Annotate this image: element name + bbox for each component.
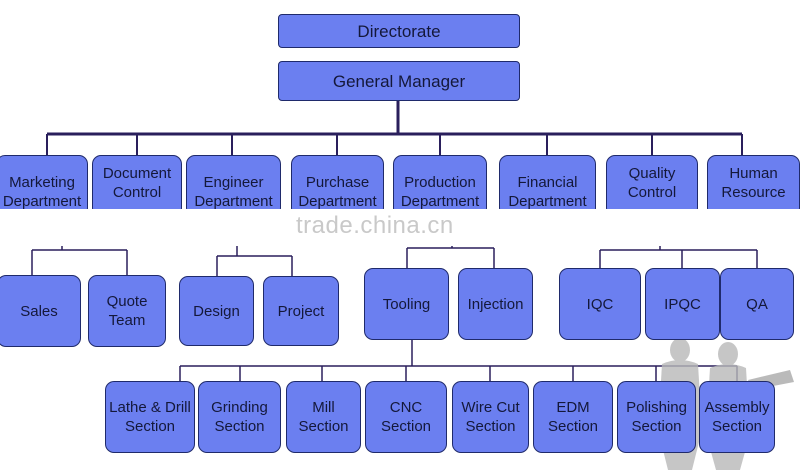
dept-quality-control: Quality Control xyxy=(606,155,698,217)
dept-document-control: Document Control xyxy=(92,155,182,217)
tooling-wire-cut: Wire Cut Section xyxy=(452,381,529,453)
section-label: QA xyxy=(746,295,768,313)
section-quote-team: Quote Team xyxy=(88,275,166,347)
dept-label: Marketing Department xyxy=(2,174,82,210)
section-label: Tooling xyxy=(382,295,431,313)
section-ipqc: IPQC xyxy=(645,268,720,340)
section-label: CNC Section xyxy=(380,399,432,435)
general-manager-label: General Manager xyxy=(332,71,466,91)
section-label: Polishing Section xyxy=(626,399,687,435)
tooling-edm: EDM Section xyxy=(533,381,613,453)
section-label: Design xyxy=(193,302,240,320)
section-label: Wire Cut Section xyxy=(461,399,520,435)
dept-human-resource: Human Resource xyxy=(707,155,800,217)
section-label: Injection xyxy=(467,295,524,313)
dept-label: Document Control xyxy=(102,165,172,201)
dept-engineer: Engineer Department xyxy=(186,155,281,217)
tooling-lathe-drill: Lathe & Drill Section xyxy=(105,381,195,453)
watermark-band xyxy=(0,209,800,246)
section-label: Mill Section xyxy=(298,399,349,435)
section-sales: Sales xyxy=(0,275,81,347)
tooling-grinding: Grinding Section xyxy=(198,381,281,453)
section-label: Grinding Section xyxy=(211,399,268,435)
section-iqc: IQC xyxy=(559,268,641,340)
directorate-box: Directorate xyxy=(278,14,520,48)
dept-purchase: Purchase Department xyxy=(291,155,384,217)
tooling-assembly: Assembly Section xyxy=(699,381,775,453)
section-label: Project xyxy=(277,302,325,320)
section-label: Assembly Section xyxy=(704,399,770,435)
tooling-polishing: Polishing Section xyxy=(617,381,696,453)
section-label: EDM Section xyxy=(547,399,599,435)
dept-production: Production Department xyxy=(393,155,487,217)
section-label: IPQC xyxy=(664,295,701,313)
watermark-text: trade.china.cn xyxy=(296,212,454,239)
dept-label: Production Department xyxy=(400,174,480,210)
dept-label: Engineer Department xyxy=(194,174,273,210)
dept-label: Human Resource xyxy=(721,165,786,201)
section-label: Sales xyxy=(20,302,58,320)
section-qa: QA xyxy=(720,268,794,340)
section-design: Design xyxy=(179,276,254,346)
dept-marketing: Marketing Department xyxy=(0,155,88,217)
dept-label: Purchase Department xyxy=(298,174,377,210)
dept-label: Quality Control xyxy=(627,165,677,201)
section-injection: Injection xyxy=(458,268,533,340)
dept-label: Financial Department xyxy=(508,174,587,210)
tooling-mill: Mill Section xyxy=(286,381,361,453)
directorate-label: Directorate xyxy=(357,21,441,41)
section-label: IQC xyxy=(586,295,614,313)
dept-financial: Financial Department xyxy=(499,155,596,217)
general-manager-box: General Manager xyxy=(278,61,520,101)
section-label: Quote Team xyxy=(106,293,148,329)
section-tooling: Tooling xyxy=(364,268,449,340)
section-project: Project xyxy=(263,276,339,346)
tooling-cnc: CNC Section xyxy=(365,381,447,453)
section-label: Lathe & Drill Section xyxy=(109,399,191,435)
